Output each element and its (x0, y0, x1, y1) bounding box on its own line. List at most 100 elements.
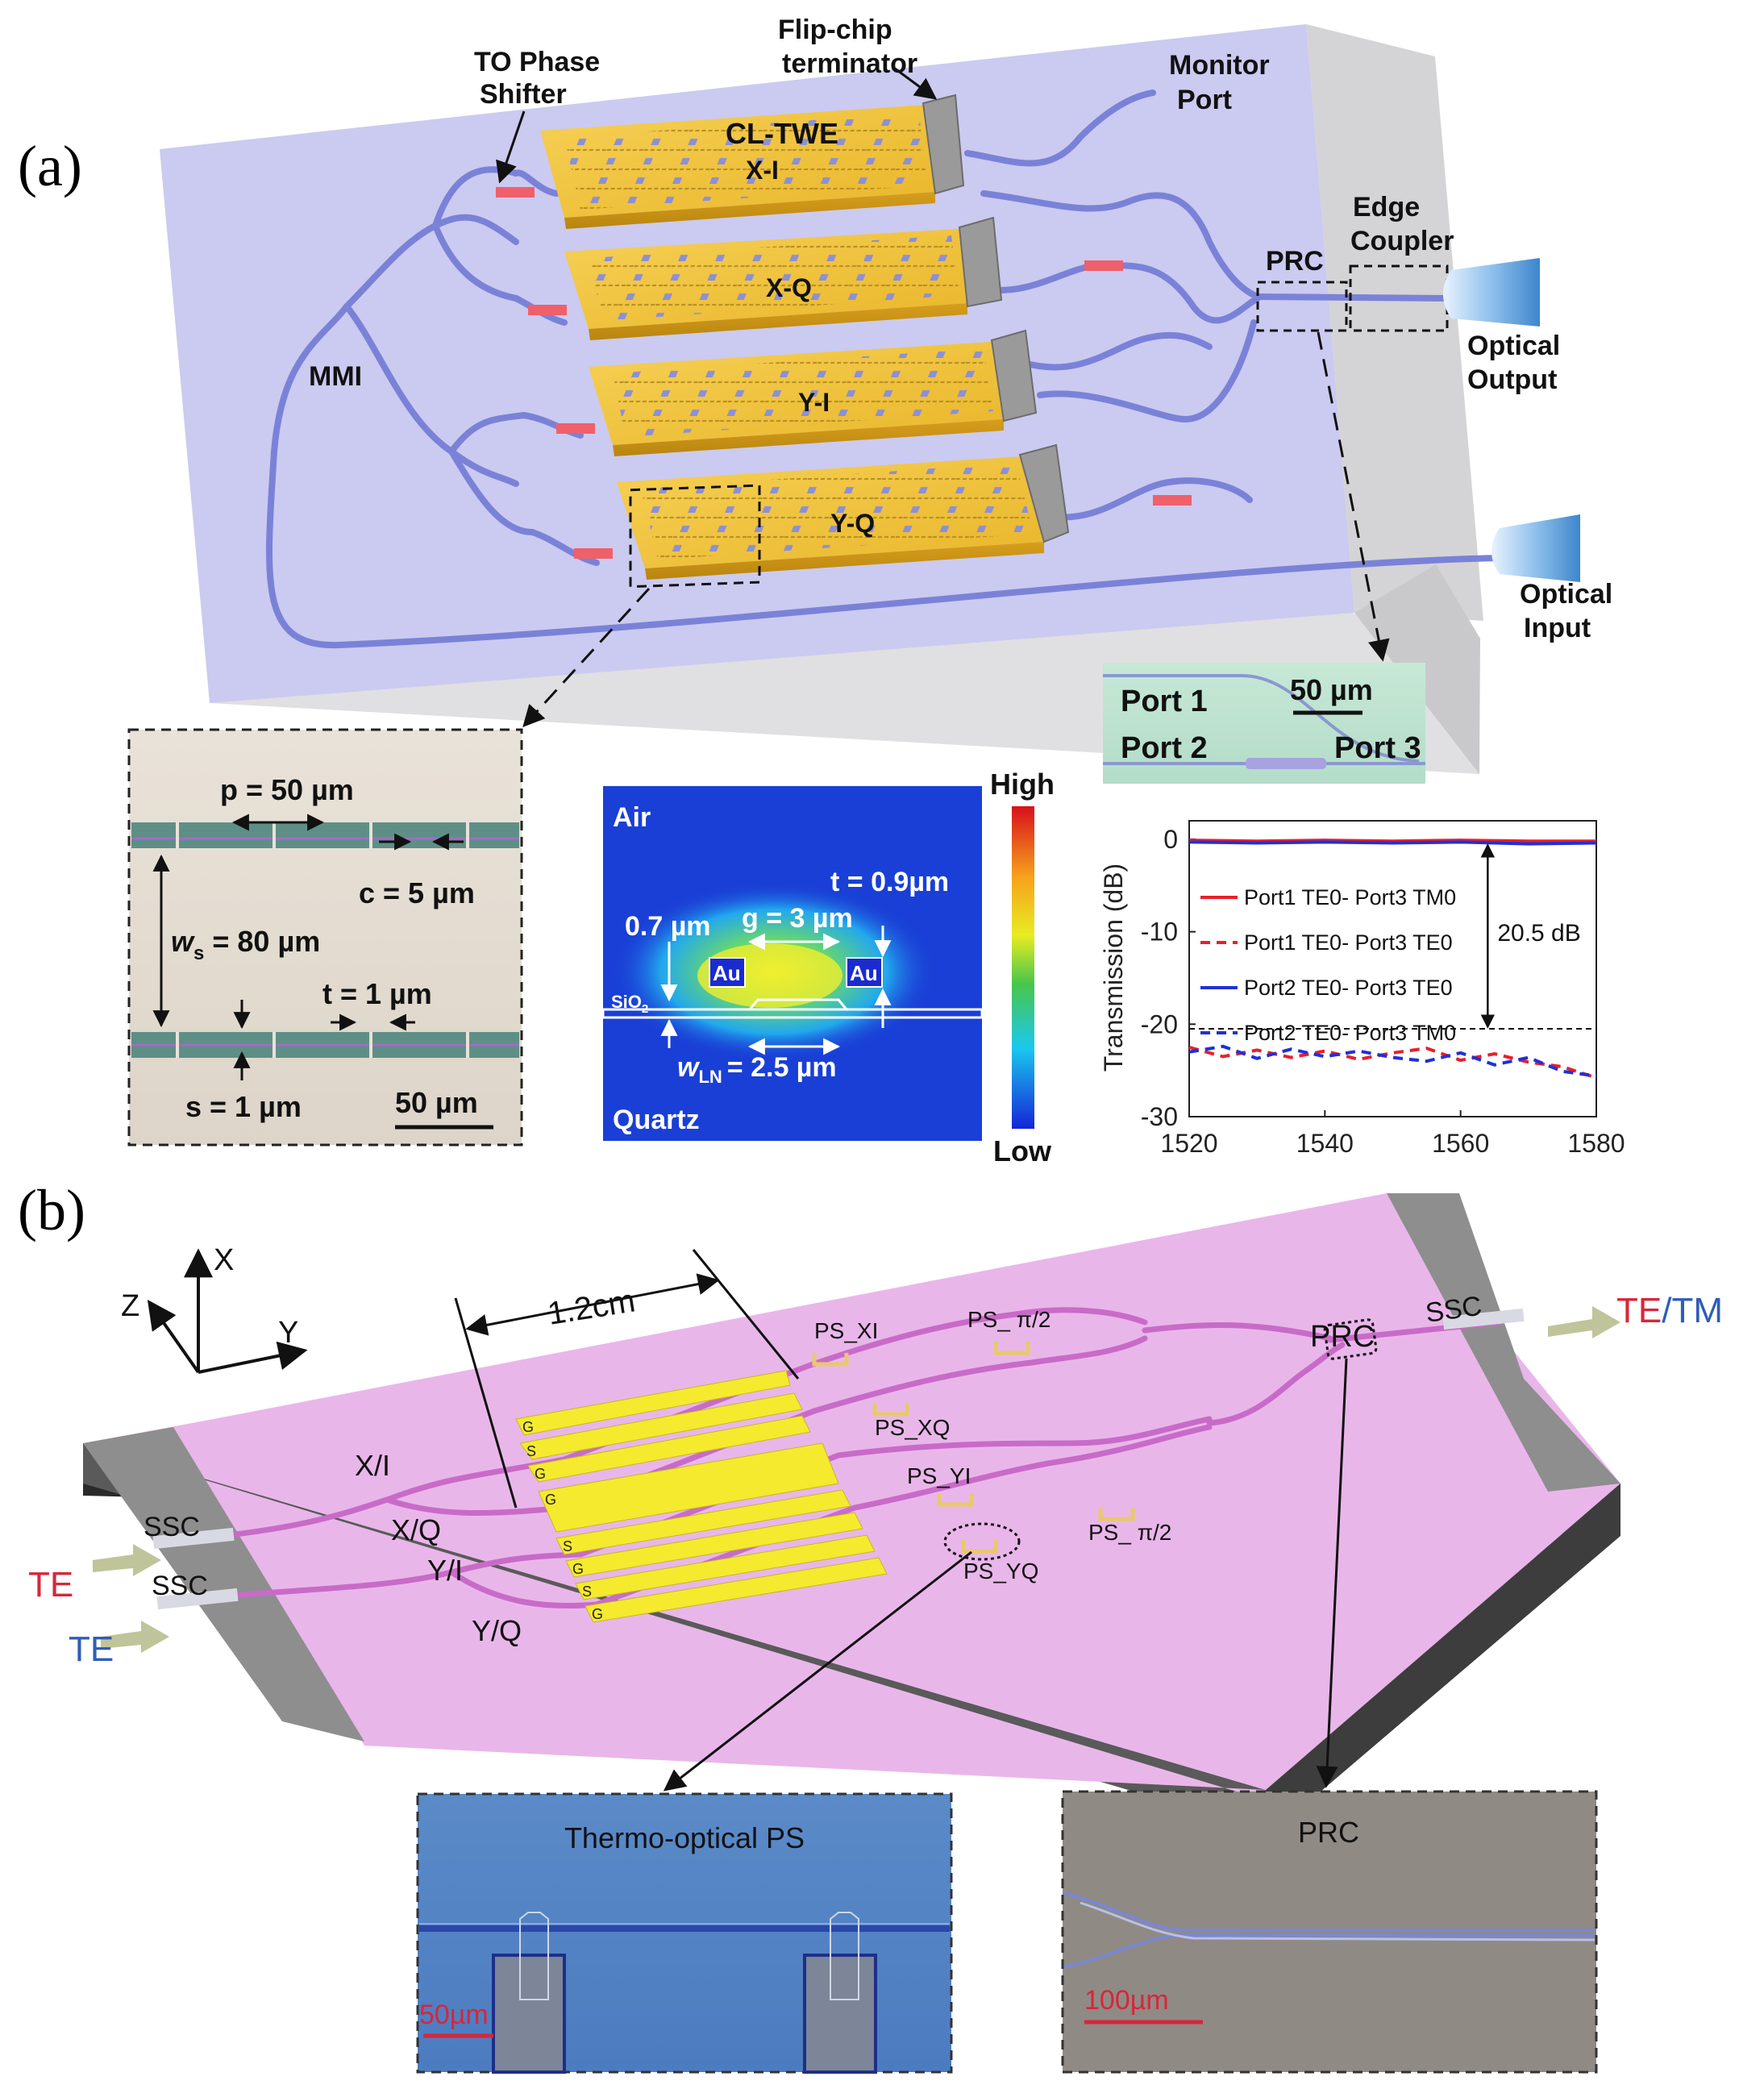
dashed-arrow-to-prc (1317, 331, 1390, 662)
mmi-lower-arm (343, 303, 519, 487)
te-input-arrow-bottom (101, 1621, 169, 1653)
input-waveguide (265, 303, 1503, 649)
colorbar (1012, 806, 1034, 1129)
ps-label-yi: PS_YI (907, 1463, 971, 1488)
panel-b: (b) X Y Z (18, 1178, 1723, 2074)
fiber-output (1443, 258, 1540, 327)
ps-inset-heater-right (830, 1912, 859, 2000)
au-right (846, 957, 883, 988)
pitch-label: p = 50 µm (220, 773, 354, 806)
ps-label-xq: PS_XQ (875, 1415, 950, 1440)
electrode-label: G (522, 1419, 534, 1435)
y-tick-label: -30 (1141, 1102, 1178, 1131)
ln-ridge (603, 998, 982, 1011)
out-xi (964, 89, 1156, 167)
electrode-label: G (545, 1492, 556, 1508)
panel-b-label: (b) (18, 1178, 85, 1242)
prc-inset-title: PRC (1298, 1816, 1359, 1849)
ps-inset-scale-label: 50µm (419, 2000, 489, 2030)
ps-inset-pad-right (803, 1954, 877, 2074)
wg-b-arm2 (561, 1335, 1148, 1511)
out-yi-2 (1037, 319, 1257, 423)
chip-b-right-front (1266, 1484, 1620, 1838)
panel-a: (a) (18, 15, 1625, 1167)
monitor-port-label-1: Monitor (1169, 50, 1270, 81)
te-tm-label: TE/TM (1616, 1291, 1723, 1330)
electrode-label: S (526, 1443, 536, 1459)
legend-entry: Port2 TE0- Port3 TM0 (1244, 1021, 1456, 1045)
sio2-layer (601, 1008, 984, 1019)
colorbar-high-label: High (990, 768, 1055, 801)
prc-b-highlight (1323, 1318, 1378, 1360)
series-line-3 (1188, 840, 1597, 846)
wg-b-xq (384, 1496, 568, 1517)
prc-micrograph: Port 1 Port 2 Port 3 50 µm (1103, 663, 1425, 784)
panel-a-label: (a) (18, 134, 82, 198)
series-line-2 (1188, 1046, 1597, 1080)
y-tick-label: 0 (1163, 825, 1178, 854)
flip-chip-terminators (922, 94, 1070, 543)
prc-taper (1246, 758, 1326, 769)
x-tick-label: 1580 (1567, 1129, 1625, 1158)
arm-label-yq: Y/Q (472, 1614, 522, 1647)
optical-output-label-2: Output (1467, 364, 1557, 395)
flip-chip-label-1: Flip-chip (778, 15, 892, 45)
ps-label-yq: PS_YQ (963, 1559, 1038, 1584)
chip-b-top (83, 1193, 1620, 1790)
arrow-to-ps-inset (663, 1550, 972, 1792)
electrode-strip (538, 1442, 839, 1533)
arm-label-xq: X/Q (391, 1513, 441, 1546)
chip-b-left-ssc-region (83, 1427, 364, 1742)
electrode-strip (585, 1557, 888, 1623)
te-input-arrow-top (93, 1544, 161, 1576)
ps-xi-heater (812, 1353, 849, 1367)
au-label-right: Au (850, 961, 878, 985)
te-label-top: TE (28, 1565, 73, 1604)
wg-b-arm3 (577, 1416, 1213, 1558)
dashed-arrow-to-micrograph (522, 587, 651, 727)
x-tick-label: 1560 (1432, 1129, 1489, 1158)
t-label: t = 1 µm (322, 977, 432, 1010)
series-line-4 (1188, 1044, 1597, 1078)
out-yq (1045, 477, 1253, 521)
y-axis-arrow (198, 1341, 308, 1374)
x-tick-label: 1520 (1160, 1129, 1217, 1158)
coordinate-axes (147, 1248, 308, 1374)
electrode-micrograph: p = 50 µm c = 5 µm ws = 80 µm t = 1 µm s… (127, 728, 523, 1147)
mmi-label: MMI (309, 361, 362, 392)
port2-label: Port 2 (1121, 731, 1208, 765)
wg-b-combine1 (1142, 1321, 1333, 1342)
ps-yq-highlight (943, 1522, 1021, 1561)
port3-label: Port 3 (1334, 731, 1421, 765)
mode-field-plot: Au Au Air Quartz t = 0.9µm g = 3 µm 0.7 … (601, 768, 1055, 1167)
out-xq (996, 262, 1261, 324)
g-gap-label: g = 3 µm (742, 903, 853, 934)
arm-xi-a (513, 169, 560, 197)
heaters-a (496, 187, 1192, 559)
optical-input-label-1: Optical (1520, 579, 1612, 610)
legend-entry: Port1 TE0- Port3 TM0 (1244, 885, 1456, 909)
optical-input-label-2: Input (1524, 613, 1591, 643)
arrow-to-prc-inset (1316, 1358, 1348, 1788)
sio2-label: SiO2 (611, 992, 648, 1016)
electrode-label: G (592, 1606, 603, 1622)
lane-label-xi: X-I (746, 156, 779, 185)
wg-b-arm4 (593, 1424, 1213, 1608)
io-arrows-b: TE TE TE/TM (28, 1291, 1723, 1669)
prc-scale-label: 50 µm (1290, 673, 1373, 706)
optical-output-label-1: Optical (1467, 331, 1560, 361)
lane-label-yq: Y-Q (830, 509, 875, 538)
electrode-label: S (582, 1584, 592, 1600)
electrode-xq (564, 229, 967, 340)
edge-coupler-label-2: Coupler (1350, 226, 1454, 256)
lane-label-xq: X-Q (766, 273, 812, 302)
ps-yi-heater (937, 1493, 974, 1507)
series-line-1 (1188, 839, 1596, 843)
electrode-strip (575, 1534, 876, 1600)
arm-yi-a (521, 412, 584, 439)
ssc-label-top: SSC (144, 1512, 200, 1542)
zoom-box-prc (1256, 281, 1348, 332)
ps-inset-title: Thermo-optical PS (564, 1821, 805, 1854)
output-arrow (1548, 1306, 1620, 1338)
